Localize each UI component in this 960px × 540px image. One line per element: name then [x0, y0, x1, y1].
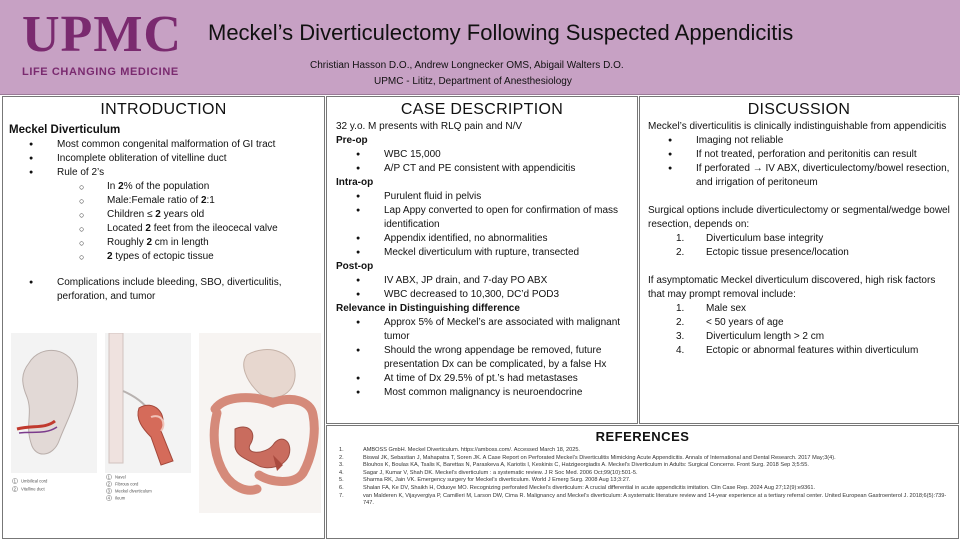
list-item: If not treated, perforation and peritoni… [648, 148, 950, 162]
vitelline-duct-shape [16, 419, 56, 431]
meckel-diverticulum-shape [137, 404, 174, 466]
risk-factors-list: 1.Male sex 2.< 50 years of age 3.Diverti… [648, 302, 950, 358]
introduction-column: INTRODUCTION Meckel Diverticulum Most co… [2, 96, 325, 539]
list-item: A/P CT and PE consistent with appendicit… [336, 162, 629, 176]
list-item: If perforated → IV ABX, diverticulectomy… [648, 162, 950, 190]
figure-number: 3 [108, 489, 111, 494]
discussion-paragraph-3: If asymptomatic Meckel diverticulum disc… [648, 275, 936, 300]
list-item: Located 2 feet from the ileocecal valve [9, 222, 318, 236]
introduction-body: Meckel Diverticulum Most common congenit… [3, 119, 324, 304]
introduction-subheading: Meckel Diverticulum [9, 124, 121, 136]
figure-number: 1 [14, 479, 17, 484]
poster-title: Meckel’s Diverticulectomy Following Susp… [208, 20, 794, 45]
abdominal-wall-shape [108, 333, 124, 464]
list-item: Purulent fluid in pelvis [336, 190, 629, 204]
list-item: WBC decreased to 10,300, DC’d POD3 [336, 288, 629, 302]
reference-item: 2.Biswal JK, Sebastian J, Mahapatra T, S… [339, 454, 836, 461]
list-item: 4.Ectopic or abnormal features within di… [676, 345, 919, 356]
list-item: Meckel diverticulum with rupture, transe… [336, 246, 629, 260]
reference-item: 5.Sharma RK, Jain VK. Emergency surgery … [339, 477, 631, 484]
intraop-label: Intra-op [336, 177, 374, 188]
list-item: 2.Ectopic tissue presence/location [676, 247, 849, 258]
list-item: 2.< 50 years of age [676, 317, 784, 328]
list-item: Lap Appy converted to open for confirmat… [336, 204, 629, 232]
preop-label: Pre-op [336, 135, 368, 146]
figure-legend-left-1: Umbilical cord [21, 479, 48, 484]
case-description-column: CASE DESCRIPTION 32 y.o. M presents with… [326, 96, 638, 424]
reference-item: 6.Shalan FA, Ke DV, Shaikh H, Oduoye MO.… [339, 484, 815, 491]
postop-label: Post-op [336, 261, 374, 272]
discussion-body: Meckel’s diverticulitis is clinically in… [640, 119, 958, 358]
list-item: Approx 5% of Meckel’s are associated wit… [336, 316, 629, 344]
preop-list: WBC 15,000 A/P CT and PE consistent with… [336, 148, 629, 176]
references-list: 1.AMBOSS GmbH. Meckel Diverticulum. http… [327, 444, 958, 508]
figure-legend-right-3: Meckel diverticulum [115, 489, 152, 494]
figure-number: 4 [108, 496, 111, 501]
references-section: REFERENCES 1.AMBOSS GmbH. Meckel Diverti… [326, 425, 959, 539]
reference-item: 7.van Malderen K, Vijayvergiya P, Camill… [339, 492, 947, 507]
list-item: Male:Female ratio of 2:1 [9, 194, 318, 208]
list-item: Most common congenital malformation of G… [9, 138, 318, 152]
poster-authors: Christian Hasson D.O., Andrew Longnecker… [310, 60, 624, 71]
list-item: 2 types of ectopic tissue [9, 250, 318, 264]
case-intro-line: 32 y.o. M presents with RLQ pain and N/V [336, 121, 523, 132]
list-item: Incomplete obliteration of vitelline duc… [9, 152, 318, 166]
small-intestine-shape [234, 426, 291, 469]
list-item: Imaging not reliable [648, 134, 950, 148]
discussion-paragraph-2: Surgical options include diverticulectom… [648, 205, 950, 230]
figure-number: 2 [108, 482, 111, 487]
list-item: Rule of 2’s [9, 166, 318, 180]
discussion-paragraph-1: Meckel’s diverticulitis is clinically in… [648, 121, 947, 132]
list-item: Appendix identified, no abnormalities [336, 232, 629, 246]
figure-legend-right-4: Ileum [115, 496, 126, 501]
list-item: Should the wrong appendage be removed, f… [336, 344, 629, 372]
reference-item: 4.Sagar J, Kumar V, Shah DK. Meckel’s di… [339, 469, 638, 476]
list-item: Complications include bleeding, SBO, div… [9, 276, 318, 304]
introduction-bullets: Most common congenital malformation of G… [9, 138, 318, 180]
list-item: 1.Male sex [676, 303, 747, 314]
list-item: At time of Dx 29.5% of pt.’s had metasta… [336, 372, 629, 386]
upmc-logo: UPMC LIFE CHANGING MEDICINE [22, 6, 202, 79]
complications-list: Complications include bleeding, SBO, div… [9, 276, 318, 304]
reference-item: 3.Blouhos K, Boulas KA, Tsalis K, Barett… [339, 462, 809, 469]
discussion-column: DISCUSSION Meckel’s diverticulitis is cl… [639, 96, 959, 424]
list-item: WBC 15,000 [336, 148, 629, 162]
meckel-diverticulum-illustration: 1 Umbilical cord 2 Vitelline duct 1 Nave… [11, 333, 321, 513]
list-item: Roughly 2 cm in length [9, 236, 318, 250]
rule-of-twos-list: In 2% of the population Male:Female rati… [9, 180, 318, 264]
poster-affiliation: UPMC - Lititz, Department of Anesthesiol… [374, 76, 572, 87]
logo-tagline: LIFE CHANGING MEDICINE [22, 66, 179, 78]
diverticulum-highlight-shape [273, 455, 283, 471]
figure-legend-right-1: Navel [115, 475, 126, 480]
figure-legend-right-2: Fibrous cord [115, 482, 139, 487]
list-item: Children ≤ 2 years old [9, 208, 318, 222]
introduction-heading: INTRODUCTION [100, 101, 227, 118]
logo-wordmark: UPMC [22, 6, 182, 63]
figure-legend-left-2: Vitelline duct [21, 487, 46, 492]
references-heading: REFERENCES [595, 429, 690, 444]
list-item: 3.Diverticulum length > 2 cm [676, 331, 825, 342]
list-item: IV ABX, JP drain, and 7-day PO ABX [336, 274, 629, 288]
list-item: 1.Diverticulum base integrity [676, 233, 824, 244]
poster-header: UPMC LIFE CHANGING MEDICINE Meckel’s Div… [0, 0, 960, 95]
list-item: In 2% of the population [9, 180, 318, 194]
figure-number: 2 [14, 487, 17, 492]
reference-item: 1.AMBOSS GmbH. Meckel Diverticulum. http… [339, 447, 580, 453]
discussion-heading: DISCUSSION [747, 101, 851, 118]
relevance-list: Approx 5% of Meckel’s are associated wit… [336, 316, 629, 400]
large-intestine-shape [210, 393, 319, 486]
discussion-bullets: Imaging not reliable If not treated, per… [648, 134, 950, 190]
surgical-options-list: 1.Diverticulum base integrity 2.Ectopic … [648, 232, 950, 260]
postop-list: IV ABX, JP drain, and 7-day PO ABX WBC d… [336, 274, 629, 302]
relevance-label: Relevance in Distinguishing difference [336, 303, 520, 314]
figure-number: 1 [108, 475, 111, 480]
case-description-heading: CASE DESCRIPTION [400, 101, 564, 118]
case-description-body: 32 y.o. M presents with RLQ pain and N/V… [327, 119, 637, 400]
intraop-list: Purulent fluid in pelvis Lap Appy conver… [336, 190, 629, 260]
list-item: Most common malignancy is neuroendocrine [336, 386, 629, 400]
